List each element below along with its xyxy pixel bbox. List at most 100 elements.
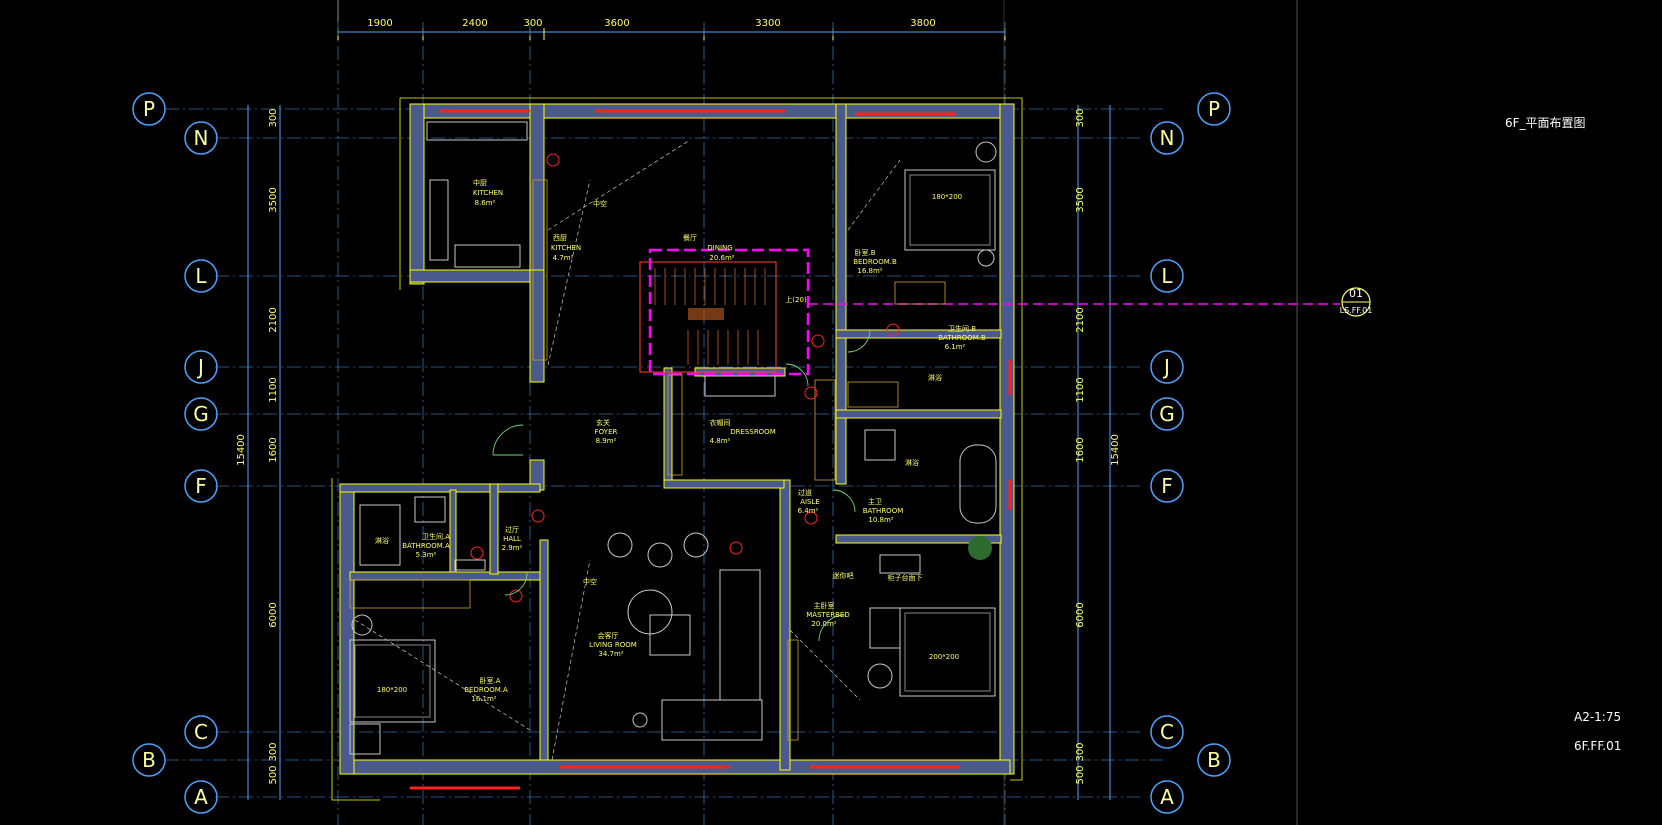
left-dim-6: 6000 <box>268 602 279 627</box>
svg-text:P: P <box>1208 97 1220 121</box>
svg-text:10.8m²: 10.8m² <box>868 516 893 524</box>
svg-text:AISLE: AISLE <box>800 498 820 506</box>
plant-icon <box>968 536 992 560</box>
exterior-walls <box>339 103 1015 775</box>
svg-text:F: F <box>1161 474 1173 498</box>
svg-text:BEDROOM.B: BEDROOM.B <box>853 258 897 266</box>
svg-text:1100: 1100 <box>1075 377 1086 402</box>
grid-label-B: B <box>142 748 156 772</box>
svg-text:L: L <box>1161 264 1173 288</box>
svg-text:过道: 过道 <box>798 488 812 497</box>
svg-text:卫生间.B: 卫生间.B <box>948 324 976 333</box>
svg-text:300: 300 <box>1075 742 1086 761</box>
svg-text:G: G <box>1159 402 1175 426</box>
svg-text:5.3m²: 5.3m² <box>416 551 437 559</box>
svg-text:衣帽间: 衣帽间 <box>710 418 731 427</box>
section-callout[interactable]: 01 LS.FF.01 <box>808 287 1373 317</box>
left-dim-2: 3500 <box>268 187 279 212</box>
left-dimension-chain: 300 3500 2100 1100 1600 6000 300 500 154… <box>236 105 1121 800</box>
windows <box>410 109 1012 790</box>
svg-text:LIVING ROOM: LIVING ROOM <box>589 641 637 649</box>
left-dim-8: 500 <box>268 765 279 784</box>
svg-text:DINING: DINING <box>707 244 732 252</box>
svg-text:过厅: 过厅 <box>505 525 519 534</box>
top-dim-5: 3300 <box>755 18 780 29</box>
left-dim-1: 300 <box>268 108 279 127</box>
svg-text:淋浴: 淋浴 <box>905 458 919 467</box>
kitchen-area: 8.6m² <box>475 199 496 207</box>
svg-text:20.0m²: 20.0m² <box>811 620 836 628</box>
fixture-symbols <box>470 153 900 603</box>
svg-text:180*200: 180*200 <box>377 686 407 694</box>
svg-text:4.7m²: 4.7m² <box>553 254 574 262</box>
sheet-title: 6F_平面布置图 <box>1505 116 1586 130</box>
grid-label-J: J <box>196 355 204 379</box>
scale-label: A2-1:75 <box>1574 710 1621 724</box>
svg-text:300: 300 <box>1075 108 1086 127</box>
svg-text:16.8m²: 16.8m² <box>857 267 882 275</box>
section-ref: LS.FF.01 <box>1340 306 1373 315</box>
svg-text:3500: 3500 <box>1075 187 1086 212</box>
svg-text:2.9m²: 2.9m² <box>502 544 523 552</box>
svg-text:500: 500 <box>1075 765 1086 784</box>
grid-label-C: C <box>194 720 208 744</box>
top-dim-4: 3600 <box>604 18 629 29</box>
section-number: 01 <box>1349 287 1363 300</box>
svg-text:淋浴: 淋浴 <box>928 373 942 382</box>
svg-text:HALL: HALL <box>503 535 521 543</box>
svg-text:2100: 2100 <box>1075 307 1086 332</box>
dining-cn: 餐厅 <box>683 233 697 242</box>
svg-text:8.9m²: 8.9m² <box>596 437 617 445</box>
left-total-dim: 15400 <box>236 434 247 466</box>
grid-label-F: F <box>195 474 207 498</box>
left-dim-3: 2100 <box>268 307 279 332</box>
svg-text:180*200: 180*200 <box>932 193 962 201</box>
svg-text:16.1m²: 16.1m² <box>471 695 496 703</box>
grid-label-A: A <box>194 785 208 809</box>
stair-up-label: 上(20) <box>785 295 807 304</box>
foyer-cn: 玄关 <box>596 418 610 427</box>
svg-text:中空: 中空 <box>583 577 597 586</box>
svg-text:6.1m²: 6.1m² <box>945 343 966 351</box>
top-dim-2: 2400 <box>462 18 487 29</box>
svg-text:BEDROOM.A: BEDROOM.A <box>464 686 508 694</box>
svg-text:西厨: 西厨 <box>553 234 567 242</box>
svg-text:J: J <box>1162 355 1170 379</box>
svg-text:34.7m²: 34.7m² <box>598 650 623 658</box>
svg-text:4.8m²: 4.8m² <box>710 437 731 445</box>
grid-label-P: P <box>143 97 155 121</box>
svg-text:卧室.B: 卧室.B <box>854 248 875 257</box>
svg-text:MASTERBED: MASTERBED <box>806 611 849 619</box>
kitchen-en: KITCHEN <box>473 189 503 197</box>
stair[interactable]: 上(20) <box>639 248 810 376</box>
svg-text:柜子台面下: 柜子台面下 <box>888 573 923 582</box>
svg-text:迷你吧: 迷你吧 <box>833 571 854 580</box>
svg-text:20.6m²: 20.6m² <box>709 254 734 262</box>
svg-text:中空: 中空 <box>593 199 607 208</box>
grid-bubbles-left[interactable] <box>132 92 218 814</box>
top-dimension-chain: 1900 2400 300 3600 3300 3800 <box>337 18 1006 40</box>
svg-text:A: A <box>1160 785 1174 809</box>
svg-text:N: N <box>1160 126 1175 150</box>
room-labels: 中厨 KITCHEN 8.6m² 西厨 KITCHEN 4.7m² 中空 餐厅 … <box>375 178 986 703</box>
svg-text:BATHROOM: BATHROOM <box>863 507 904 515</box>
grid-bubbles-right[interactable] <box>1150 92 1231 814</box>
exterior-outline <box>331 97 1023 801</box>
top-dim-6: 3800 <box>910 18 935 29</box>
furniture <box>349 121 997 755</box>
section-cut-box <box>648 248 810 376</box>
doors[interactable] <box>492 329 871 642</box>
living-cn: 会客厅 <box>598 631 619 640</box>
svg-text:主卧室: 主卧室 <box>814 601 835 610</box>
svg-text:FOYER: FOYER <box>595 428 618 436</box>
grid-label-G: G <box>193 402 209 426</box>
svg-text:卧室.A: 卧室.A <box>479 676 500 685</box>
svg-text:6.4m²: 6.4m² <box>798 507 819 515</box>
svg-text:BATHROOM.A: BATHROOM.A <box>402 542 450 550</box>
svg-text:200*200: 200*200 <box>929 653 959 661</box>
svg-text:BATHROOM.B: BATHROOM.B <box>938 334 986 342</box>
svg-text:1600: 1600 <box>1075 437 1086 462</box>
svg-text:C: C <box>1160 720 1174 744</box>
svg-text:KITCHEN: KITCHEN <box>551 244 581 252</box>
